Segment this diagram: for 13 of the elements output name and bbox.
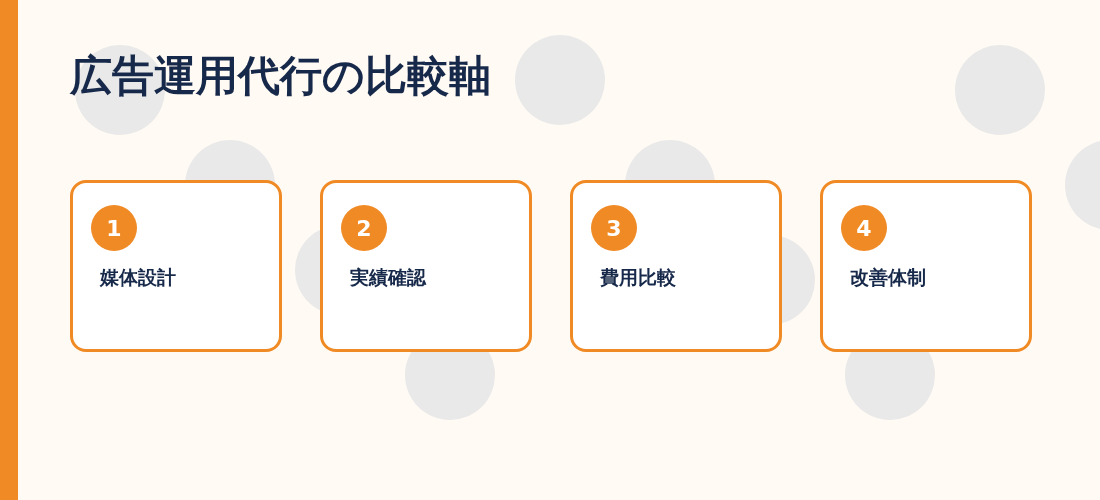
title: 広告運用代行の比較軸 bbox=[70, 50, 491, 102]
criteria-card bbox=[70, 180, 282, 352]
criteria-card bbox=[570, 180, 782, 352]
card-label: 媒体設計 bbox=[100, 265, 176, 290]
number-badge: 3 bbox=[591, 205, 637, 251]
criteria-card bbox=[820, 180, 1032, 352]
card-label: 実績確認 bbox=[350, 265, 426, 290]
criteria-card bbox=[320, 180, 532, 352]
card-label: 費用比較 bbox=[600, 265, 676, 290]
card-label: 改善体制 bbox=[850, 265, 926, 290]
number-badge: 1 bbox=[91, 205, 137, 251]
number-badge: 2 bbox=[341, 205, 387, 251]
number-badge: 4 bbox=[841, 205, 887, 251]
